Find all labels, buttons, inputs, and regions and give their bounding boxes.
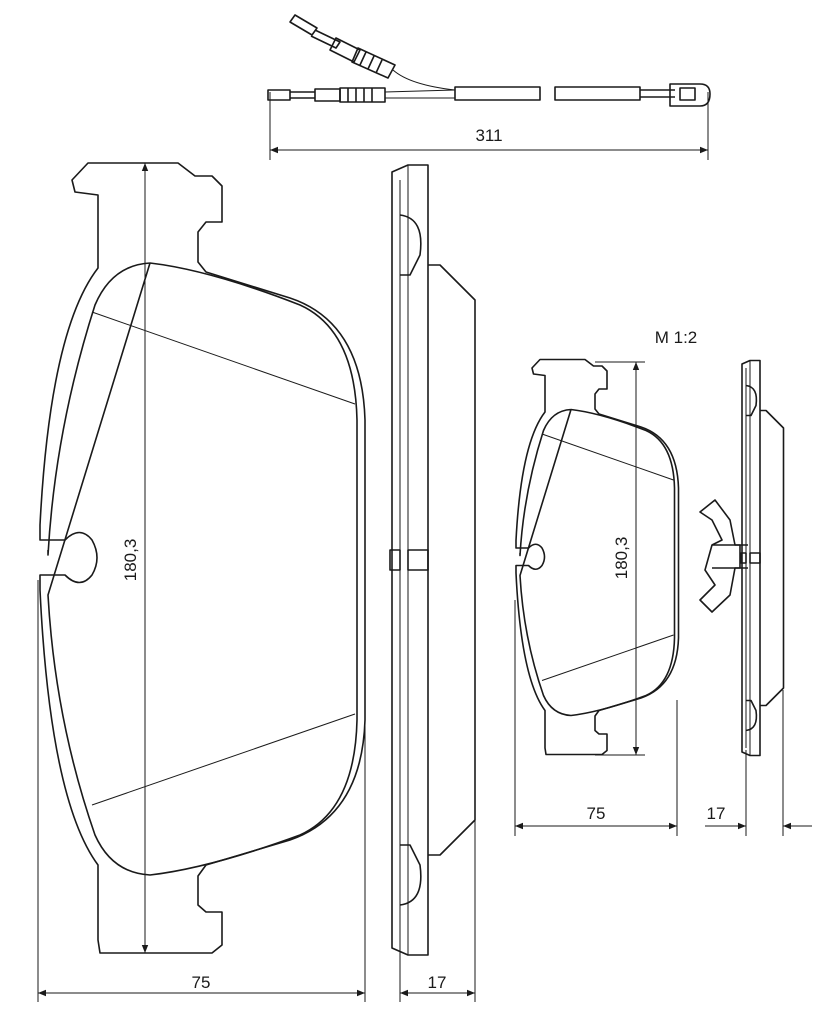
small-pad-height-label: 180,3 [612, 537, 631, 580]
retaining-clip [700, 500, 748, 612]
wear-sensor-wire [268, 15, 710, 106]
small-pad-front-view [515, 359, 679, 755]
large-pad-height-label: 180,3 [121, 539, 140, 582]
wire-length-label: 311 [475, 126, 502, 145]
large-pad-front-view [39, 162, 366, 954]
large-pad-thickness-label: 17 [428, 973, 447, 992]
large-pad-side-view [389, 164, 476, 956]
small-pad-width-label: 75 [587, 804, 606, 823]
large-pad-dimensions: 180,3 75 17 [38, 163, 475, 1002]
small-pad-dimensions: 180,3 75 17 [515, 362, 812, 836]
small-pad-thickness-label: 17 [707, 804, 726, 823]
scale-label: M 1:2 [655, 328, 698, 347]
large-pad-width-label: 75 [192, 973, 211, 992]
dimension-wire-length: 311 [270, 92, 708, 160]
small-pad-side-view [740, 360, 784, 756]
